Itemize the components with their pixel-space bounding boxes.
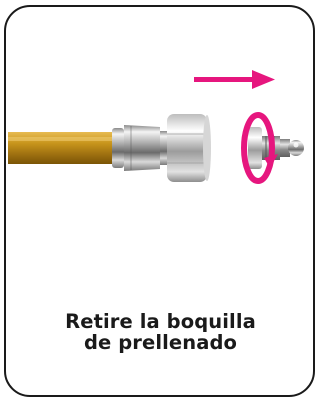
nozzle-removal-illustration [8,70,304,184]
prefill-nozzle [248,127,304,169]
arrow-right-icon [194,70,275,89]
caption-line-1: Retire la boquilla [65,310,256,333]
hose [8,132,116,164]
coupling-fitting [112,114,211,182]
instruction-caption: Retire la boquilla de prellenado [0,311,321,353]
rotate-icon [241,112,278,184]
caption-line-2: de prellenado [83,331,238,354]
instruction-card [4,5,315,397]
